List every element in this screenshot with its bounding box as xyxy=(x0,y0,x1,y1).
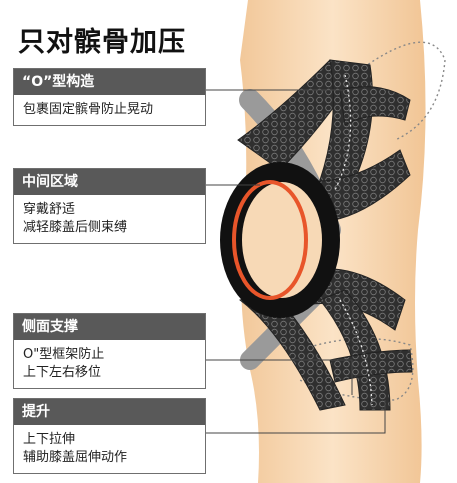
card-line: O"型框架防止 xyxy=(23,347,105,362)
card-line: 穿戴舒适 xyxy=(23,202,76,217)
card-line: 辅助膝盖屈伸动作 xyxy=(23,450,128,465)
card-body: 穿戴舒适 减轻膝盖后侧束缚 xyxy=(14,195,205,243)
card-side-support: 侧面支撑 O"型框架防止 上下左右移位 xyxy=(13,313,206,389)
card-line: 上下拉伸 xyxy=(23,432,76,447)
card-lift: 提升 上下拉伸 辅助膝盖屈伸动作 xyxy=(13,398,206,474)
card-line: 上下左右移位 xyxy=(23,365,102,380)
card-middle-area: 中间区域 穿戴舒适 减轻膝盖后侧束缚 xyxy=(13,168,206,244)
lower-dotted-loop xyxy=(299,337,414,401)
card-line: 减轻膝盖后侧束缚 xyxy=(23,220,128,235)
card-body: O"型框架防止 上下左右移位 xyxy=(14,340,205,388)
o-ring-inner xyxy=(242,182,322,298)
card-o-structure: “O”型构造 包裹固定髌骨防止晃动 xyxy=(13,68,206,126)
leader-line-4 xyxy=(206,400,386,434)
o-ring-orange xyxy=(232,180,308,300)
page-title: 只对髌骨加压 xyxy=(18,27,186,58)
card-header: 中间区域 xyxy=(14,169,205,195)
card-line: 包裹固定髌骨防止晃动 xyxy=(23,102,154,117)
card-header: 侧面支撑 xyxy=(14,314,205,340)
upper-dotted-loop xyxy=(359,41,446,141)
card-header: 提升 xyxy=(14,399,205,425)
card-header: “O”型构造 xyxy=(14,69,205,95)
brace-strap-lower-right xyxy=(319,289,391,411)
card-body: 包裹固定髌骨防止晃动 xyxy=(14,95,205,125)
brace-strap-top-arm xyxy=(339,86,411,126)
brace-strap-bottom-arm xyxy=(329,349,413,383)
card-body: 上下拉伸 辅助膝盖屈伸动作 xyxy=(14,425,205,473)
leader-line-3 xyxy=(206,359,353,395)
